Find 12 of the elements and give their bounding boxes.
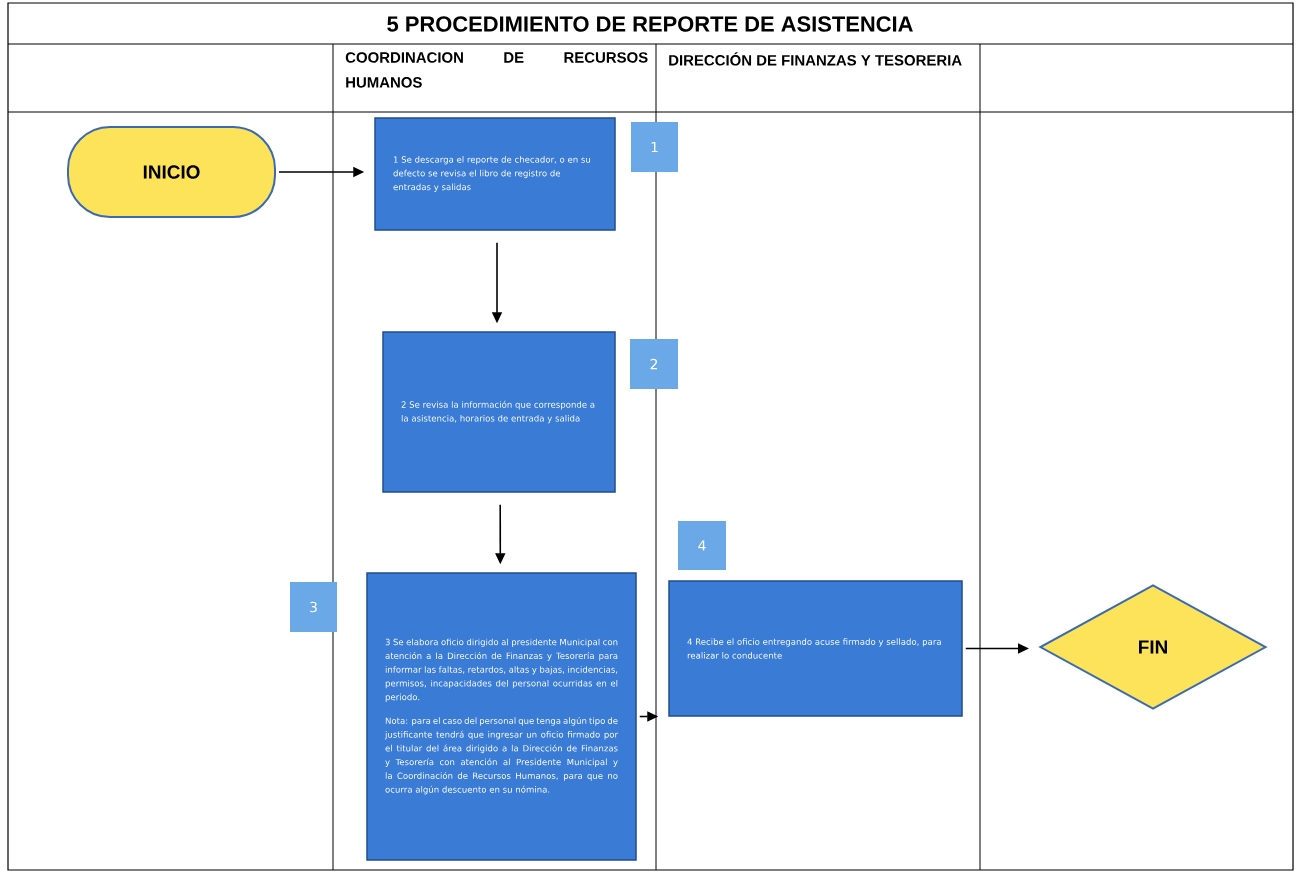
title: 5 PROCEDIMIENTO DE REPORTE DE ASISTENCIA — [387, 16, 913, 32]
step-number-box: 1 — [631, 122, 678, 172]
process-box: 2 Se revisa la información que corresponde a la asistencia, horarios de entrada y salida — [382, 331, 616, 493]
step-number-box: 2 — [630, 339, 678, 389]
step-number-box: 4 — [678, 521, 726, 570]
lane-header: COORDINACION DE RECURSOS HUMANOS — [345, 52, 648, 88]
lane-header: DIRECCIÓN DE FINANZAS Y TESORERIA — [669, 52, 962, 66]
process-box: 4 Recibe el oficio entregando acuse firmado y sellado, para realizar lo conducente — [668, 580, 963, 717]
process-box: 3 Se elabora oficio dirigido al presidente Municipal con atención a la Dirección de Finanzas y Tesorería para informar las faltas, retardos, altas y bajas, incidencias, permisos, incapacidades del personal ocurridas en el periodo. Nota: para el caso del personal que tenga algún tipo de justificante tendrá que ingresar un oficio firmado por el titular del área dirigido a la Dirección de Finanzas y Tesorería con atención al Presidente Municipal y la Coordinación de Recursos Humanos, para que no ocurra algún descuento en su nómina. — [366, 572, 637, 861]
step-number-box: 3 — [290, 582, 337, 632]
process-box: 1 Se descarga el reporte de checador, o en su defecto se revisa el libro de registro de entradas y salidas — [374, 117, 616, 231]
start-terminator: INICIO — [67, 126, 276, 218]
